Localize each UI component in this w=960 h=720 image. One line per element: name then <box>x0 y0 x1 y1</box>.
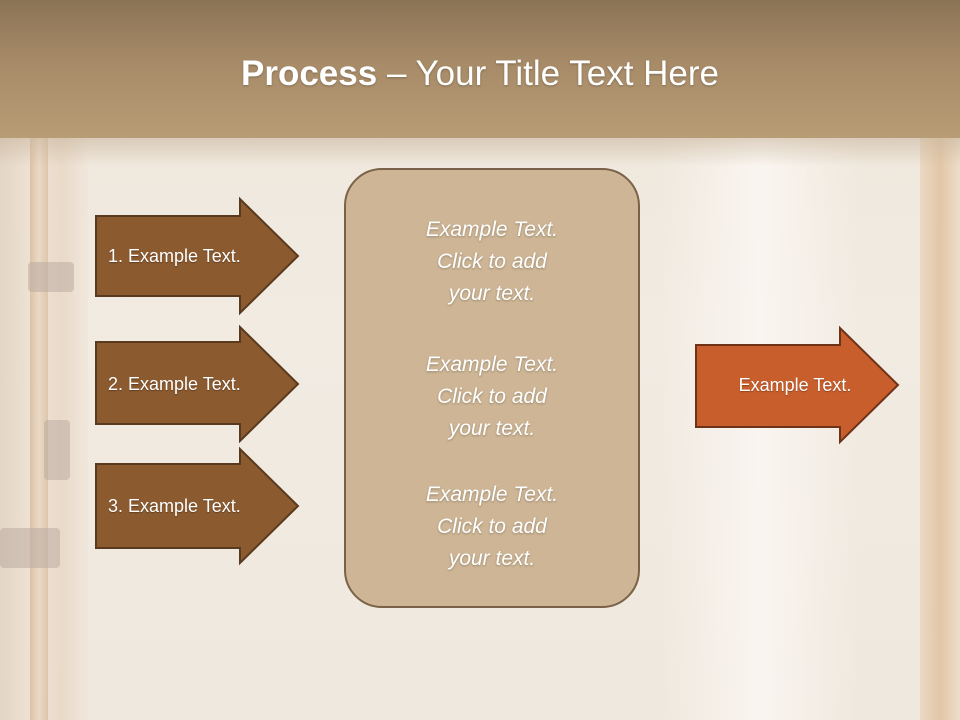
header-strip <box>0 138 960 166</box>
center-line: Click to add <box>437 385 547 408</box>
result-arrow[interactable]: Example Text. <box>695 325 900 445</box>
background-fitting <box>28 262 74 292</box>
center-line: your text. <box>448 547 536 570</box>
title-bold: Process <box>241 54 378 93</box>
slide-title[interactable]: Process – Your Title Text Here <box>0 52 960 96</box>
result-label: Example Text. <box>738 374 852 395</box>
center-text-box[interactable]: Example Text. Click to add your text. Ex… <box>344 168 640 608</box>
center-line: your text. <box>448 417 536 440</box>
background-fitting <box>0 528 60 568</box>
background-wood <box>920 138 960 720</box>
arrow-shape <box>695 325 900 445</box>
center-line: Click to add <box>437 515 547 538</box>
title-rest: – Your Title Text Here <box>377 54 719 93</box>
step-label-2: 2. Example Text. <box>108 373 241 394</box>
step-arrow-2[interactable]: 2. Example Text. <box>95 324 300 444</box>
step-arrow-3[interactable]: 3. Example Text. <box>95 446 300 566</box>
center-text-block-1: Example Text. Click to add your text. <box>346 214 638 310</box>
header-bar <box>0 0 960 138</box>
background-wall <box>660 138 860 720</box>
center-line: Example Text. <box>425 218 559 241</box>
center-text-block-3: Example Text. Click to add your text. <box>346 479 638 575</box>
center-line: Example Text. <box>425 483 559 506</box>
center-line: Example Text. <box>425 353 559 376</box>
center-text-block-2: Example Text. Click to add your text. <box>346 349 638 445</box>
arrow-shape <box>95 196 300 316</box>
center-line: your text. <box>448 282 536 305</box>
step-label-3: 3. Example Text. <box>108 495 241 516</box>
step-label-1: 1. Example Text. <box>108 245 241 266</box>
background-fitting <box>44 420 70 480</box>
center-line: Click to add <box>437 250 547 273</box>
step-arrow-1[interactable]: 1. Example Text. <box>95 196 300 316</box>
arrow-shape <box>95 324 300 444</box>
arrow-shape <box>95 446 300 566</box>
